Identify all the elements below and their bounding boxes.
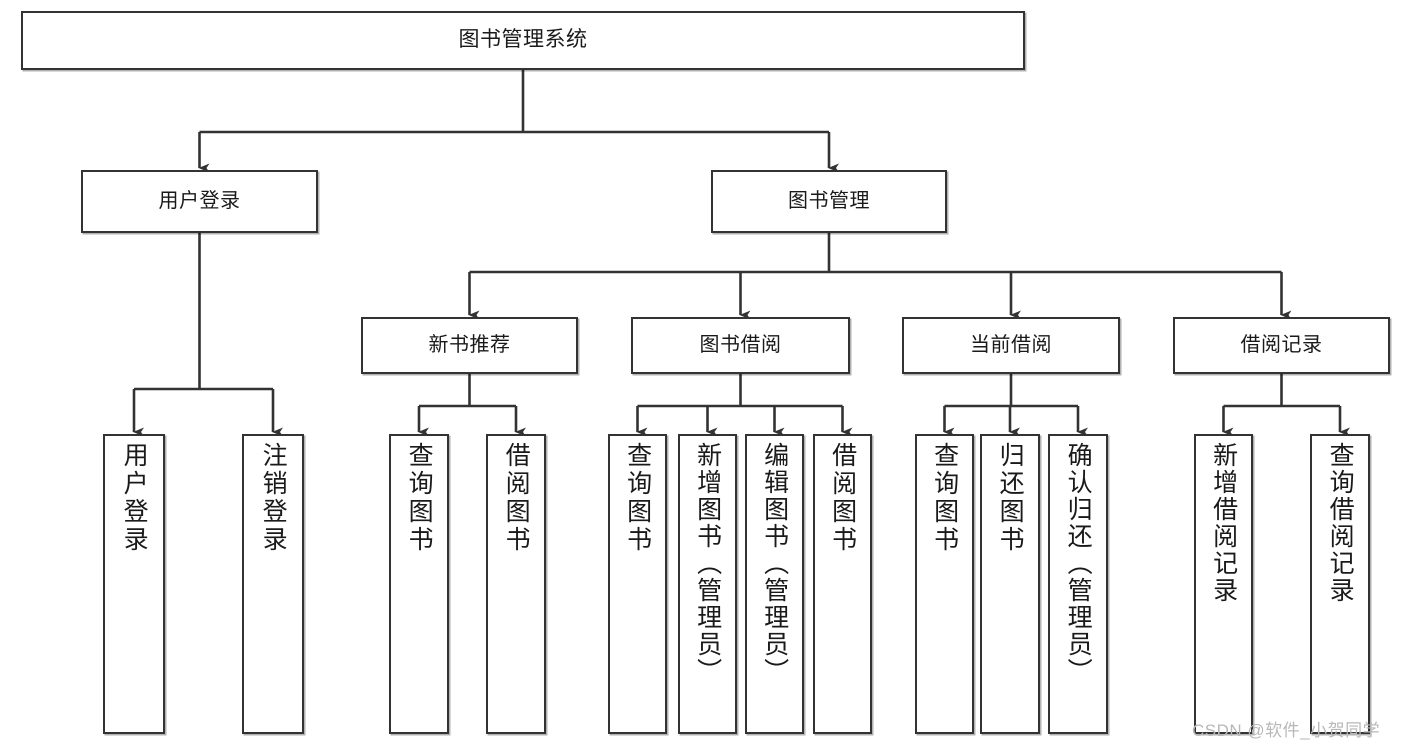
node-label-book-borrow: 图书借阅 bbox=[699, 333, 782, 356]
node-leaf-bb-edit[interactable]: 编辑图书（管理员） bbox=[745, 434, 804, 734]
node-leaf-bb-query[interactable]: 查询图书 bbox=[608, 434, 667, 734]
node-label-leaf-br-add: 新增借阅记录 bbox=[1209, 442, 1238, 604]
node-label-borrow-record: 借阅记录 bbox=[1240, 333, 1323, 356]
node-label-leaf-cb-query: 查询图书 bbox=[930, 442, 959, 554]
node-label-book-manage: 图书管理 bbox=[788, 189, 870, 212]
node-leaf-cb-query[interactable]: 查询图书 bbox=[915, 434, 974, 734]
node-label-leaf-bb-edit: 编辑图书（管理员） bbox=[760, 442, 789, 685]
node-leaf-rec-borrow[interactable]: 借阅图书 bbox=[486, 434, 546, 734]
node-leaf-br-query[interactable]: 查询借阅记录 bbox=[1310, 434, 1370, 734]
node-label-leaf-rec-query: 查询图书 bbox=[405, 442, 434, 554]
node-user-login[interactable]: 用户登录 bbox=[81, 170, 318, 233]
node-label-leaf-cb-return: 归还图书 bbox=[996, 442, 1025, 554]
node-current-borrow[interactable]: 当前借阅 bbox=[902, 317, 1120, 374]
node-label-leaf-cb-confirm: 确认归还（管理员） bbox=[1064, 442, 1093, 685]
node-leaf-cb-confirm[interactable]: 确认归还（管理员） bbox=[1048, 434, 1108, 734]
node-leaf-rec-query[interactable]: 查询图书 bbox=[389, 434, 449, 734]
edges-group bbox=[132, 70, 1350, 437]
node-leaf-cb-return[interactable]: 归还图书 bbox=[980, 434, 1040, 734]
node-label-leaf-bb-borrow: 借阅图书 bbox=[828, 442, 857, 554]
node-label-leaf-bb-query: 查询图书 bbox=[623, 442, 652, 554]
node-label-user-login: 用户登录 bbox=[158, 189, 241, 212]
node-label-leaf-rec-borrow: 借阅图书 bbox=[502, 442, 531, 554]
node-root[interactable]: 图书管理系统 bbox=[21, 11, 1025, 70]
node-leaf-bb-borrow[interactable]: 借阅图书 bbox=[813, 434, 872, 734]
node-leaf-bb-add[interactable]: 新增图书（管理员） bbox=[678, 434, 737, 734]
node-label-current-borrow: 当前借阅 bbox=[970, 333, 1052, 356]
node-label-new-book-rec: 新书推荐 bbox=[428, 333, 511, 356]
node-label-leaf-user-login: 用户登录 bbox=[120, 442, 149, 554]
node-label-root: 图书管理系统 bbox=[458, 28, 588, 52]
node-label-leaf-bb-add: 新增图书（管理员） bbox=[693, 442, 722, 685]
watermark-label: CSDN @软件_小贺同学 bbox=[1192, 721, 1381, 740]
node-book-manage[interactable]: 图书管理 bbox=[711, 170, 947, 233]
node-book-borrow[interactable]: 图书借阅 bbox=[631, 317, 850, 374]
node-label-leaf-user-logout: 注销登录 bbox=[259, 442, 288, 554]
node-label-leaf-br-query: 查询借阅记录 bbox=[1326, 442, 1355, 604]
node-leaf-br-add[interactable]: 新增借阅记录 bbox=[1194, 434, 1253, 734]
node-borrow-record[interactable]: 借阅记录 bbox=[1173, 317, 1390, 374]
node-leaf-user-logout[interactable]: 注销登录 bbox=[242, 434, 304, 734]
node-leaf-user-login[interactable]: 用户登录 bbox=[103, 434, 165, 734]
node-new-book-rec[interactable]: 新书推荐 bbox=[361, 317, 578, 374]
